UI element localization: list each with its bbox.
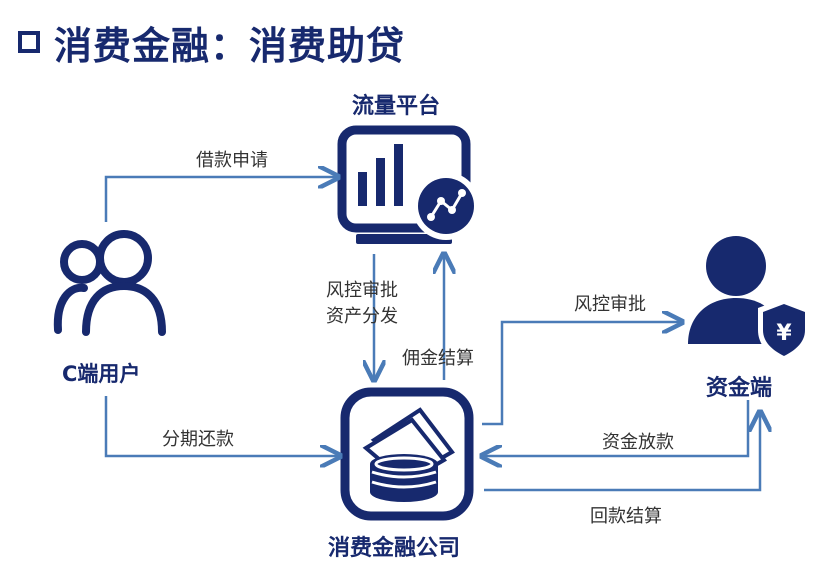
arrow-loan-application: [104, 177, 336, 222]
page-title-text: 消费金融：消费助贷: [54, 23, 406, 68]
monitor-chart-icon: [337, 125, 480, 244]
edge-label-risk-approval-1: 风控审批: [326, 280, 398, 301]
traffic-platform-label: 流量平台: [352, 94, 441, 119]
edge-label-asset-distribution: 资产分发: [326, 306, 398, 327]
arrow-installment-repayment: [104, 396, 338, 456]
user-yuan-shield-icon: ¥: [688, 236, 810, 362]
arrow-risk-approval: [482, 322, 680, 426]
edge-label-installment-repayment: 分期还款: [162, 429, 234, 450]
edge-label-loan-application: 借款申请: [196, 150, 268, 171]
flow-arrows: [104, 177, 760, 492]
c-user-label: C端用户: [62, 362, 141, 386]
arrow-repayment-settlement: [484, 414, 760, 492]
square-bullet-icon: [18, 31, 40, 53]
users-icon: [53, 230, 166, 336]
page-title: 消费金融：消费助贷: [18, 14, 405, 70]
svg-text:¥: ¥: [776, 321, 792, 346]
coin-stack-icon: [340, 387, 474, 521]
edge-label-repayment-settlement: 回款结算: [590, 506, 662, 527]
edge-label-capital-disbursement: 资金放款: [602, 432, 674, 453]
edge-label-commission-settlement: 佣金结算: [402, 348, 474, 369]
consumer-finance-company-label: 消费金融公司: [328, 536, 461, 561]
capital-side-label: 资金端: [706, 376, 773, 401]
arrow-capital-disbursement: [484, 400, 750, 456]
edge-label-risk-approval: 风控审批: [574, 294, 646, 315]
